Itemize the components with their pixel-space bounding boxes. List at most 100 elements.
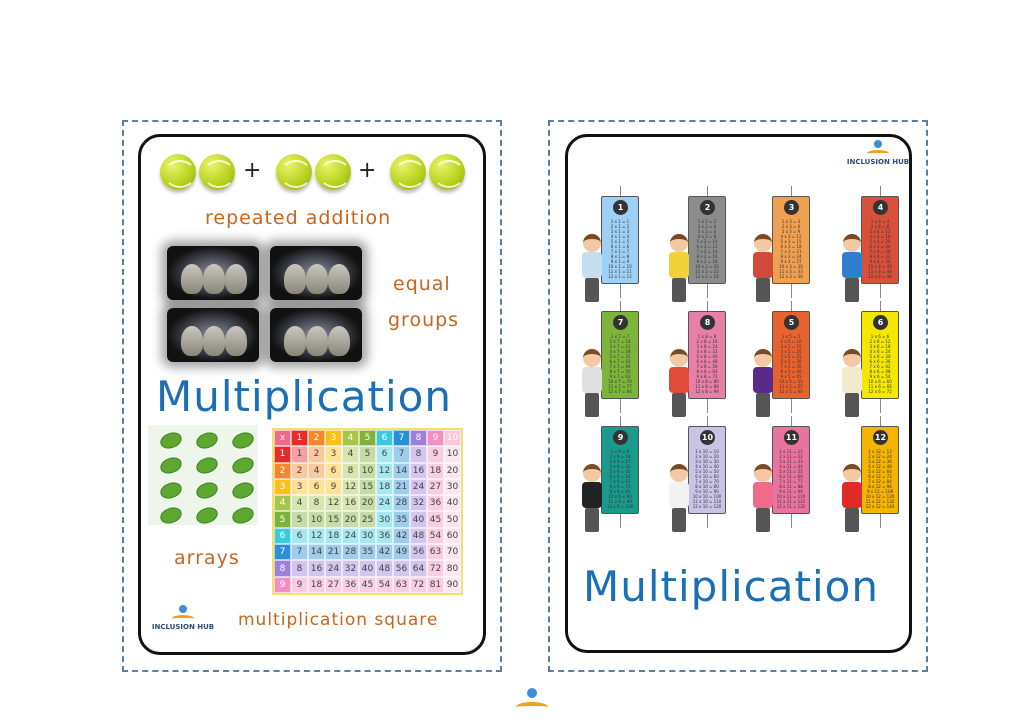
square-cell: 18	[427, 462, 444, 479]
table-line: 11 x 6 = 66	[868, 384, 892, 389]
leaf-icon	[230, 479, 256, 502]
table-line: 9 x 9 = 81	[609, 489, 631, 494]
square-header-cell: 1	[291, 430, 308, 447]
table-line: 1 x 9 = 9	[610, 449, 630, 454]
table-line: 7 x 5 = 35	[780, 364, 802, 369]
table-line: 1 x 10 = 10	[695, 449, 719, 454]
square-cell: 7	[291, 544, 308, 561]
square-cell: 3	[325, 446, 342, 463]
plus-sign: +	[358, 158, 377, 183]
table-line: 7 x 7 = 49	[609, 364, 631, 369]
right-card-cut-border	[548, 120, 928, 672]
table-line: 12 x 4 = 48	[868, 274, 892, 279]
table-number: 12	[873, 430, 888, 445]
child-illustration	[579, 234, 605, 304]
square-cell: 45	[427, 511, 444, 528]
table-line: 5 x 7 = 35	[609, 354, 631, 359]
inclusion-hub-logo: INCLUSION HUB	[843, 140, 913, 166]
table-line: 7 x 11 = 77	[779, 479, 803, 484]
table-line: 5 x 4 = 20	[869, 239, 891, 244]
square-header-cell: 4	[342, 430, 359, 447]
book-person-icon	[865, 140, 891, 158]
table-line: 3 x 3 = 9	[781, 229, 801, 234]
table-line: 5 x 1 = 5	[610, 239, 630, 244]
square-cell: 18	[325, 527, 342, 545]
inclusion-hub-logo: INCLUSION HUB	[150, 605, 216, 631]
table-number: 5	[784, 315, 799, 330]
square-cell: 1	[291, 446, 308, 463]
child-illustration	[839, 349, 865, 419]
table-line: 9 x 2 = 18	[696, 259, 718, 264]
table-line: 8 x 8 = 64	[696, 369, 718, 374]
child-illustration	[579, 464, 605, 534]
table-line: 3 x 4 = 12	[869, 229, 891, 234]
table-line: 4 x 12 = 48	[868, 464, 892, 469]
square-cell: 4	[291, 495, 308, 512]
table-line: 4 x 10 = 40	[695, 464, 719, 469]
table-line: 5 x 10 = 50	[695, 469, 719, 474]
kittens-image	[167, 308, 259, 362]
square-cell: 21	[393, 478, 410, 496]
square-cell: 25	[359, 511, 376, 528]
table-line: 5 x 2 = 10	[696, 239, 718, 244]
multiplication-square-label: multiplication square	[238, 610, 439, 630]
table-line: 6 x 3 = 18	[780, 244, 802, 249]
square-cell: 12	[342, 478, 359, 496]
leaf-icon	[230, 504, 256, 527]
square-cell: 7	[393, 446, 410, 463]
table-line: 7 x 3 = 21	[780, 249, 802, 254]
square-header-cell: 3	[325, 430, 342, 447]
square-cell: 16	[342, 495, 359, 512]
child-illustration	[750, 464, 776, 534]
child-illustration	[750, 234, 776, 304]
square-cell: 4	[308, 462, 325, 479]
table-line: 9 x 6 = 54	[869, 374, 891, 379]
table-number: 6	[873, 315, 888, 330]
table-line: 2 x 10 = 20	[695, 454, 719, 459]
table-line: 8 x 3 = 24	[780, 254, 802, 259]
table-line: 7 x 8 = 56	[696, 364, 718, 369]
table-line: 3 x 10 = 30	[695, 459, 719, 464]
table-line: 7 x 2 = 14	[696, 249, 718, 254]
square-cell: 35	[393, 511, 410, 528]
table-line: 10 x 4 = 40	[868, 264, 892, 269]
table-line: 7 x 6 = 42	[869, 364, 891, 369]
child-illustration	[839, 234, 865, 304]
square-row-header: 4	[274, 495, 291, 512]
table-line: 8 x 10 = 80	[695, 484, 719, 489]
table-line: 3 x 8 = 24	[696, 344, 718, 349]
square-cell: 15	[325, 511, 342, 528]
square-row-header: 8	[274, 560, 291, 577]
table-line: 4 x 1 = 4	[610, 234, 630, 239]
table-line: 12 x 10 = 120	[692, 504, 722, 509]
square-header-cell: 5	[359, 430, 376, 447]
square-cell: 20	[359, 495, 376, 512]
square-cell: 6	[376, 446, 393, 463]
square-cell: 56	[410, 544, 427, 561]
table-line: 2 x 7 = 14	[609, 339, 631, 344]
plus-sign: +	[243, 158, 262, 183]
table-line: 11 x 4 = 44	[868, 269, 892, 274]
square-cell: 18	[308, 576, 325, 593]
square-cell: 8	[291, 560, 308, 577]
table-line: 4 x 6 = 24	[869, 349, 891, 354]
square-cell: 40	[410, 511, 427, 528]
table-line: 9 x 5 = 45	[780, 374, 802, 379]
square-cell: 21	[325, 544, 342, 561]
square-cell: 9	[291, 576, 308, 593]
table-line: 1 x 5 = 5	[781, 334, 801, 339]
square-row-header: 6	[274, 527, 291, 545]
square-cell: 42	[393, 527, 410, 545]
table-line: 4 x 5 = 20	[780, 349, 802, 354]
tennis-ball-icon	[276, 154, 312, 190]
table-line: 10 x 3 = 30	[779, 264, 803, 269]
table-line: 12 x 6 = 72	[868, 389, 892, 394]
square-cell: 8	[342, 462, 359, 479]
table-line: 4 x 4 = 16	[869, 234, 891, 239]
square-cell: 48	[410, 527, 427, 545]
square-cell: 63	[427, 544, 444, 561]
table-line: 11 x 1 = 11	[608, 269, 632, 274]
